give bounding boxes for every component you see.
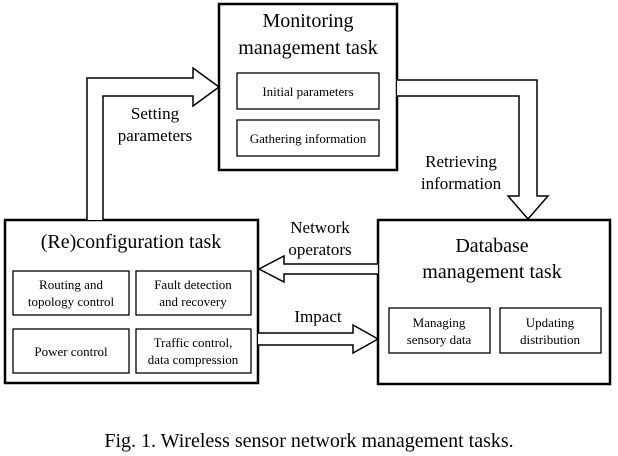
- database-title-line2: management task: [422, 261, 561, 283]
- managing-sensory-data-box: [388, 307, 491, 354]
- power-control-box: [12, 328, 130, 374]
- setting-label-line2: parameters: [118, 126, 193, 145]
- routing-topology-box: [12, 270, 130, 316]
- impact-label: Impact: [294, 307, 341, 326]
- database-task-box: [376, 218, 612, 386]
- network-operators-arrow: [257, 254, 378, 284]
- network-label-line2: operators: [288, 240, 351, 259]
- retrieving-information-arrow: [397, 79, 550, 221]
- impact-arrow: [258, 323, 380, 355]
- updating-distribution-line1: Updating: [526, 315, 575, 330]
- fault-detection-box: [135, 270, 252, 316]
- reconfiguration-task: (Re)configuration task Routing and topol…: [3, 218, 260, 385]
- traffic-control-line1: Traffic control,: [154, 335, 233, 350]
- updating-distribution-box: [499, 307, 602, 354]
- routing-topology-line2: topology control: [28, 294, 115, 309]
- setting-label-line1: Setting: [131, 104, 180, 123]
- managing-sensory-data-line2: sensory data: [407, 332, 472, 347]
- gathering-information-box: [236, 119, 380, 157]
- retrieving-label-line2: information: [421, 174, 502, 193]
- fault-detection-line1: Fault detection: [154, 277, 232, 292]
- reconfiguration-title: (Re)configuration task: [41, 231, 222, 253]
- updating-distribution-line2: distribution: [520, 332, 580, 347]
- initial-parameters-label: Initial parameters: [262, 84, 353, 99]
- gathering-information-label: Gathering information: [250, 131, 367, 146]
- database-task: Database management task Managing sensor…: [376, 218, 612, 386]
- monitoring-title-line2: management task: [238, 37, 377, 59]
- fault-detection-line2: and recovery: [159, 294, 227, 309]
- figure-caption: Fig. 1. Wireless sensor network manageme…: [104, 430, 513, 452]
- initial-parameters-box: [236, 72, 380, 110]
- traffic-control-box: [135, 328, 252, 374]
- power-control-label: Power control: [34, 344, 108, 359]
- routing-topology-line1: Routing and: [39, 277, 103, 292]
- database-title-line1: Database: [455, 235, 528, 257]
- retrieving-label-line1: Retrieving: [425, 152, 497, 171]
- monitoring-title-line1: Monitoring: [262, 10, 353, 32]
- network-label-line1: Network: [290, 218, 350, 237]
- managing-sensory-data-line1: Managing: [413, 315, 466, 330]
- traffic-control-line2: data compression: [148, 352, 239, 367]
- monitoring-task: Monitoring management task Initial param…: [217, 2, 399, 172]
- setting-parameters-arrow: [86, 66, 221, 220]
